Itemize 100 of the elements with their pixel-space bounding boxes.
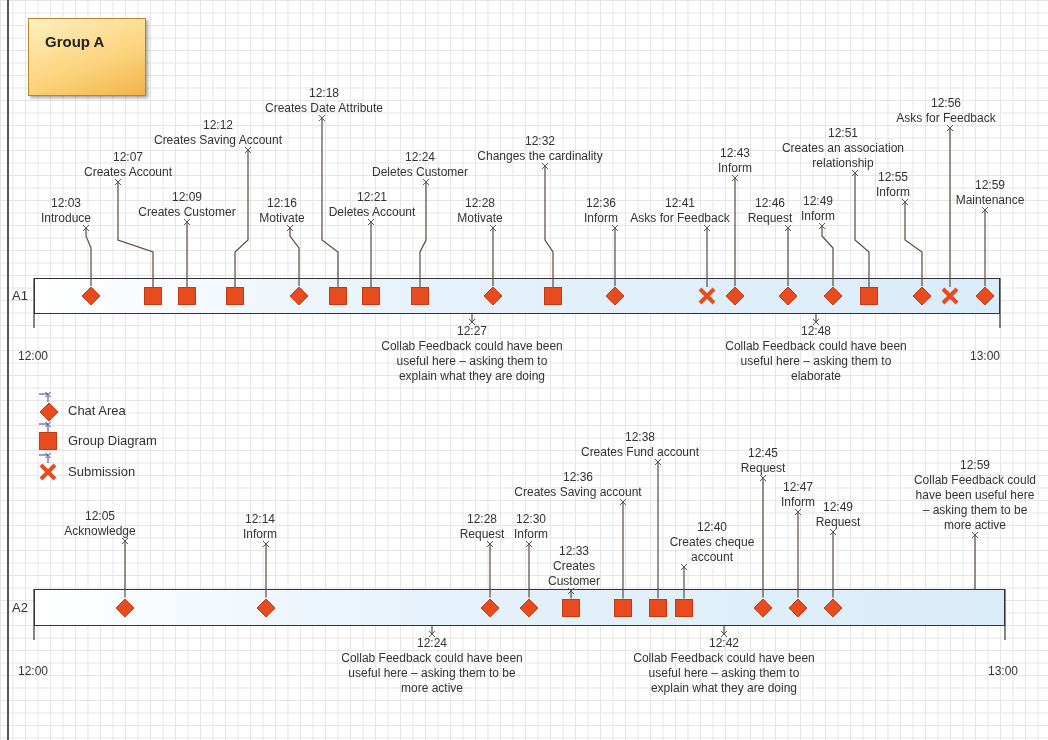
diamond-marker <box>289 286 309 306</box>
time-label: 12:46 <box>754 196 786 211</box>
time-label: 12:32 <box>524 134 556 149</box>
event-label: Deletes Customer <box>372 165 468 180</box>
event-label: Inform <box>781 495 815 510</box>
event-label: Request <box>815 515 861 530</box>
diamond-marker <box>115 597 135 618</box>
leader-line <box>720 625 728 638</box>
group-title: Group A <box>45 33 105 50</box>
diamond-marker <box>519 597 539 618</box>
square-marker <box>614 598 632 617</box>
leader-line <box>286 224 300 287</box>
event-label: Motivate <box>457 211 503 226</box>
event-label: Inform <box>718 161 752 176</box>
legend-label: Submission <box>68 464 136 479</box>
legend-label: Group Diagram <box>68 433 157 448</box>
diamond-marker <box>483 286 503 306</box>
time-label: 12:28 <box>466 512 498 527</box>
leader-line <box>654 458 662 600</box>
event-label: Request <box>459 527 505 542</box>
time-label: 12:07 <box>112 150 144 165</box>
time-label: 12:16 <box>266 196 298 211</box>
time-label: 12:55 <box>877 170 909 185</box>
time-label: 12:42 <box>708 636 740 651</box>
event-label: Changes the cardinality <box>477 149 603 164</box>
timeline-bar <box>34 278 1000 314</box>
time-label: 12:09 <box>171 190 203 205</box>
leader-line <box>794 508 802 599</box>
legend-label: Chat Area <box>68 403 126 418</box>
leader-line <box>567 587 575 600</box>
time-label: 12:51 <box>827 126 859 141</box>
time-label: 12:38 <box>624 430 656 445</box>
time-axis-label: 12:00 <box>18 664 49 678</box>
feedback-note: Collab Feedback could have been useful here – asking them to explain what they are doing <box>380 339 564 384</box>
square-marker <box>411 287 429 305</box>
diamond-marker <box>823 286 843 306</box>
time-label: 12:33 <box>558 544 590 559</box>
leader-line <box>468 313 476 326</box>
event-label: Inform <box>584 211 618 226</box>
leader-line <box>981 206 989 287</box>
diamond-marker <box>975 286 995 306</box>
square-marker <box>329 287 347 305</box>
feedback-note: Collab Feedback could have been useful here – asking them to explain what they are doing <box>632 651 816 696</box>
event-label: Inform <box>514 527 548 542</box>
leader-line <box>121 537 129 599</box>
event-label: Maintenance <box>955 193 1025 208</box>
event-label: Creates Date Attribute <box>264 101 384 116</box>
feedback-note: Collab Feedback could have been useful here – asking them to be more active <box>912 473 1038 533</box>
time-label: 12:24 <box>404 150 436 165</box>
time-label: 12:47 <box>782 480 814 495</box>
diamond-marker <box>912 286 932 306</box>
time-label: 12:49 <box>822 500 854 515</box>
event-label: Creates Saving Account <box>153 133 283 148</box>
leader-line <box>114 178 154 288</box>
leader-line <box>946 124 954 288</box>
leader-line <box>82 224 92 287</box>
diamond-marker <box>823 597 843 618</box>
square-marker <box>675 598 693 617</box>
time-label: 12:59 <box>974 178 1006 193</box>
diamond-marker <box>778 286 798 306</box>
time-label: 12:30 <box>515 512 547 527</box>
event-label: Creates Fund account <box>580 445 700 460</box>
event-label: Deletes Account <box>328 205 416 220</box>
leader-line <box>234 146 252 288</box>
time-label: 12:03 <box>50 196 82 211</box>
leader-line <box>812 313 820 326</box>
event-label: Creates Customer <box>547 559 601 589</box>
leader-line <box>971 531 979 590</box>
time-label: 12:24 <box>416 636 448 651</box>
leader-line <box>901 198 923 287</box>
row-label: A2 <box>12 599 28 615</box>
time-label: 12:41 <box>664 196 696 211</box>
title-box <box>28 18 146 96</box>
leader-line <box>703 224 711 288</box>
time-label: 12:45 <box>747 446 779 461</box>
time-label: 12:36 <box>562 470 594 485</box>
event-label: Inform <box>801 209 835 224</box>
time-label: 12:18 <box>308 86 340 101</box>
feedback-note: Collab Feedback could have been useful here – asking them to be more active <box>340 651 524 696</box>
leader-line <box>428 625 436 638</box>
time-axis-label: 12:00 <box>18 349 49 363</box>
time-label: 12:48 <box>800 324 832 339</box>
leader-line <box>541 162 554 288</box>
leader-line <box>367 218 375 288</box>
event-label: Motivate <box>259 211 305 226</box>
time-label: 12:43 <box>719 146 751 161</box>
time-label: 12:12 <box>202 118 234 133</box>
event-label: Inform <box>876 185 910 200</box>
leader-line <box>829 528 837 599</box>
time-label: 12:14 <box>244 512 276 527</box>
leader-line <box>680 563 688 600</box>
event-label: Asks for Feedback <box>630 211 730 226</box>
square-marker <box>544 287 562 305</box>
leader-line <box>183 218 191 288</box>
diamond-marker <box>480 597 500 618</box>
diamond-marker <box>725 286 745 306</box>
row-label: A1 <box>12 288 28 303</box>
leader-line <box>525 540 533 599</box>
event-label: Creates Customer <box>138 205 236 220</box>
leader-line <box>818 222 834 287</box>
